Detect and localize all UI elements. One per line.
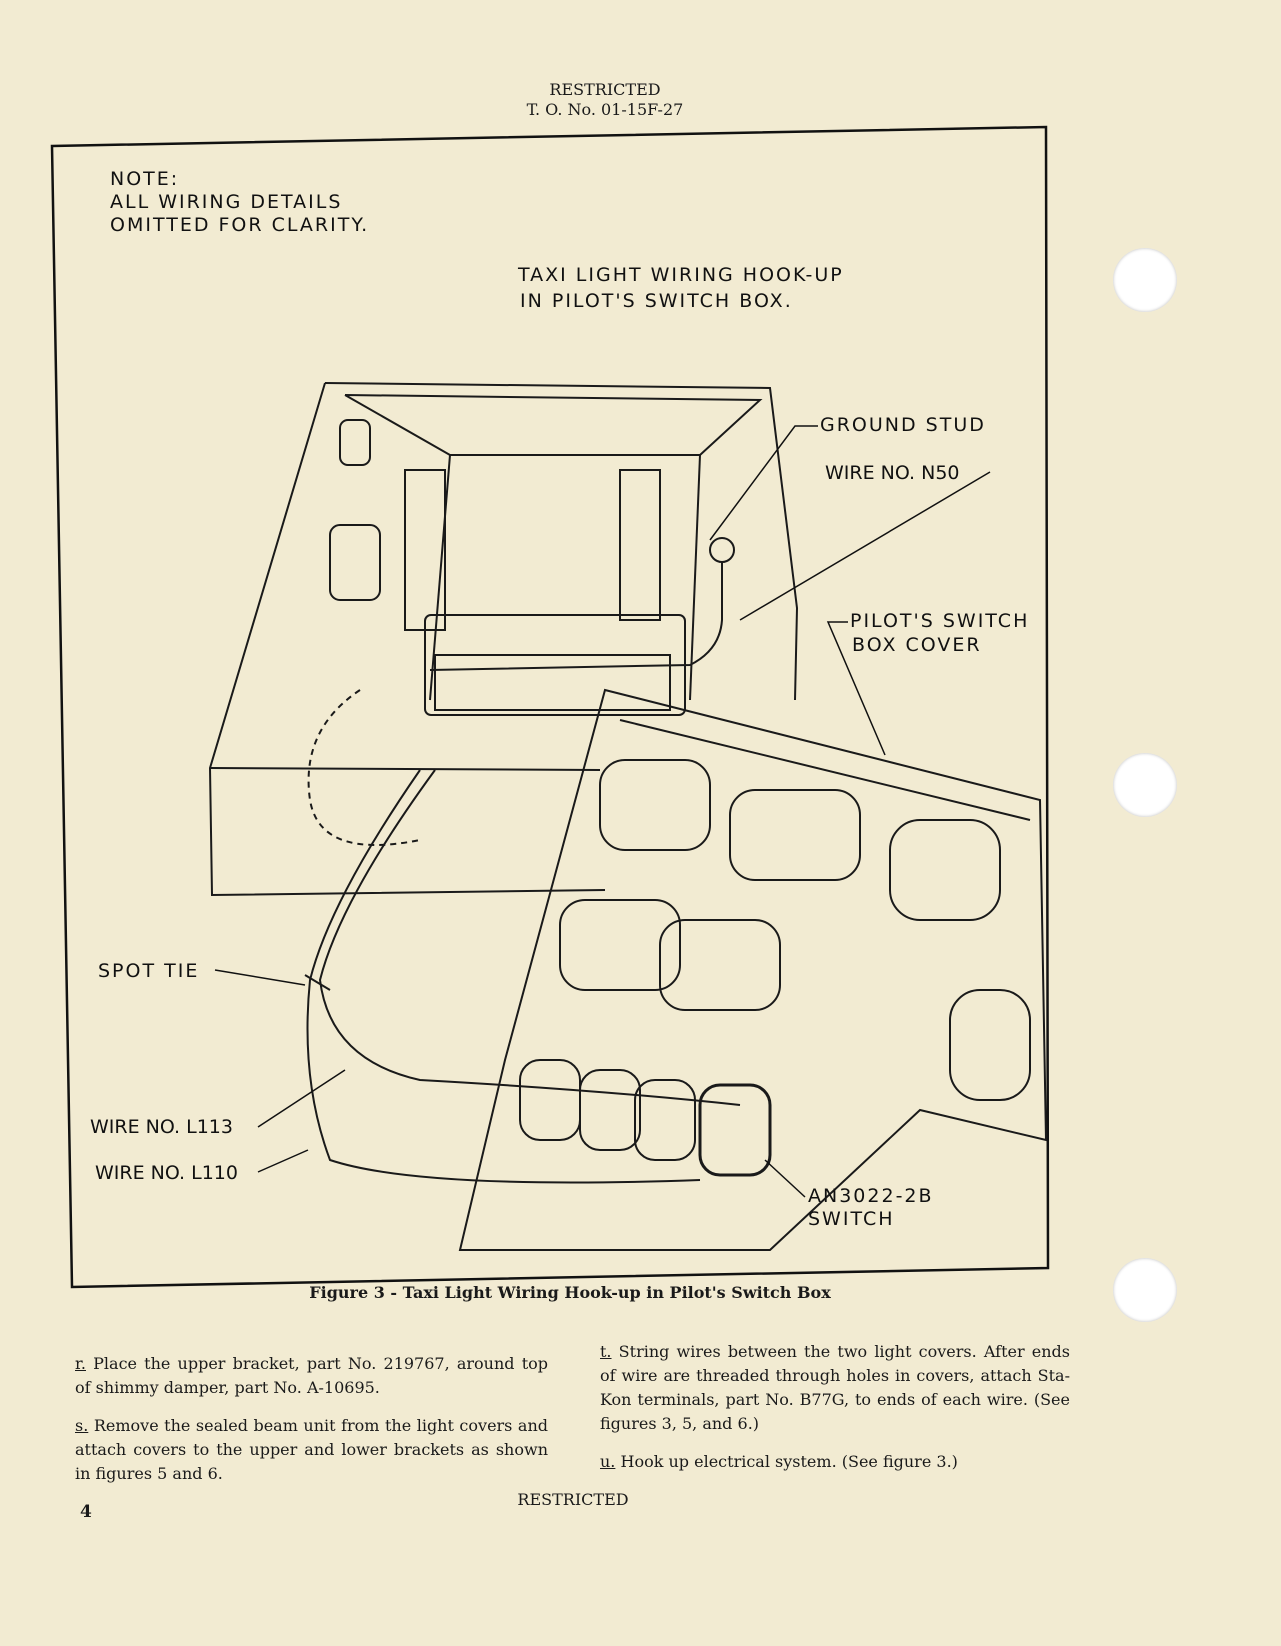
left-column: r. Place the upper bracket, part No. 219… [75, 1352, 548, 1500]
drawing-title: TAXI LIGHT WIRING HOOK-UP [518, 264, 844, 286]
footer-classification: RESTRICTED [517, 1490, 629, 1509]
callout-switch: AN3022-2B [808, 1185, 934, 1207]
an3022-switch [698, 1083, 772, 1177]
right-column: t. String wires between the two light co… [600, 1340, 1070, 1488]
binder-hole [1113, 248, 1177, 312]
callout-wire-l110: WIRE NO. L110 [95, 1162, 238, 1184]
step-u: u. Hook up electrical system. (See figur… [600, 1452, 958, 1471]
step-t: t. String wires between the two light co… [600, 1342, 1070, 1433]
switch-box-outline [324, 382, 799, 701]
document-number: T. O. No. 01-15F-27 [526, 100, 684, 119]
wire-l110 [306, 769, 701, 1184]
note-line: OMITTED FOR CLARITY. [110, 214, 370, 236]
step-r: r. Place the upper bracket, part No. 219… [75, 1354, 548, 1397]
binder-hole [1113, 1258, 1177, 1322]
figure-frame [50, 125, 1050, 1289]
note-heading: NOTE: [110, 168, 180, 190]
callout-cover: PILOT'S SWITCH [850, 610, 1030, 632]
wire-l113 [318, 769, 741, 1106]
callout-wire-n50: WIRE NO. N50 [825, 462, 960, 484]
binder-hole [1113, 753, 1177, 817]
header-classification: RESTRICTED [549, 80, 661, 99]
drawing-title: IN PILOT'S SWITCH BOX. [520, 290, 793, 312]
page-number: 4 [80, 1502, 92, 1522]
callout-cover: BOX COVER [852, 634, 982, 656]
callout-switch: SWITCH [808, 1208, 895, 1230]
callout-wire-l113: WIRE NO. L113 [90, 1116, 233, 1138]
wire-n50 [429, 562, 723, 671]
note-line: ALL WIRING DETAILS [110, 191, 343, 213]
figure-caption: Figure 3 - Taxi Light Wiring Hook-up in … [309, 1283, 831, 1302]
callout-spot-tie: SPOT TIE [98, 960, 200, 982]
callout-ground-stud: GROUND STUD [820, 414, 986, 436]
step-s: s. Remove the sealed beam unit from the … [75, 1416, 549, 1483]
switch-box-cover [458, 688, 1048, 1251]
